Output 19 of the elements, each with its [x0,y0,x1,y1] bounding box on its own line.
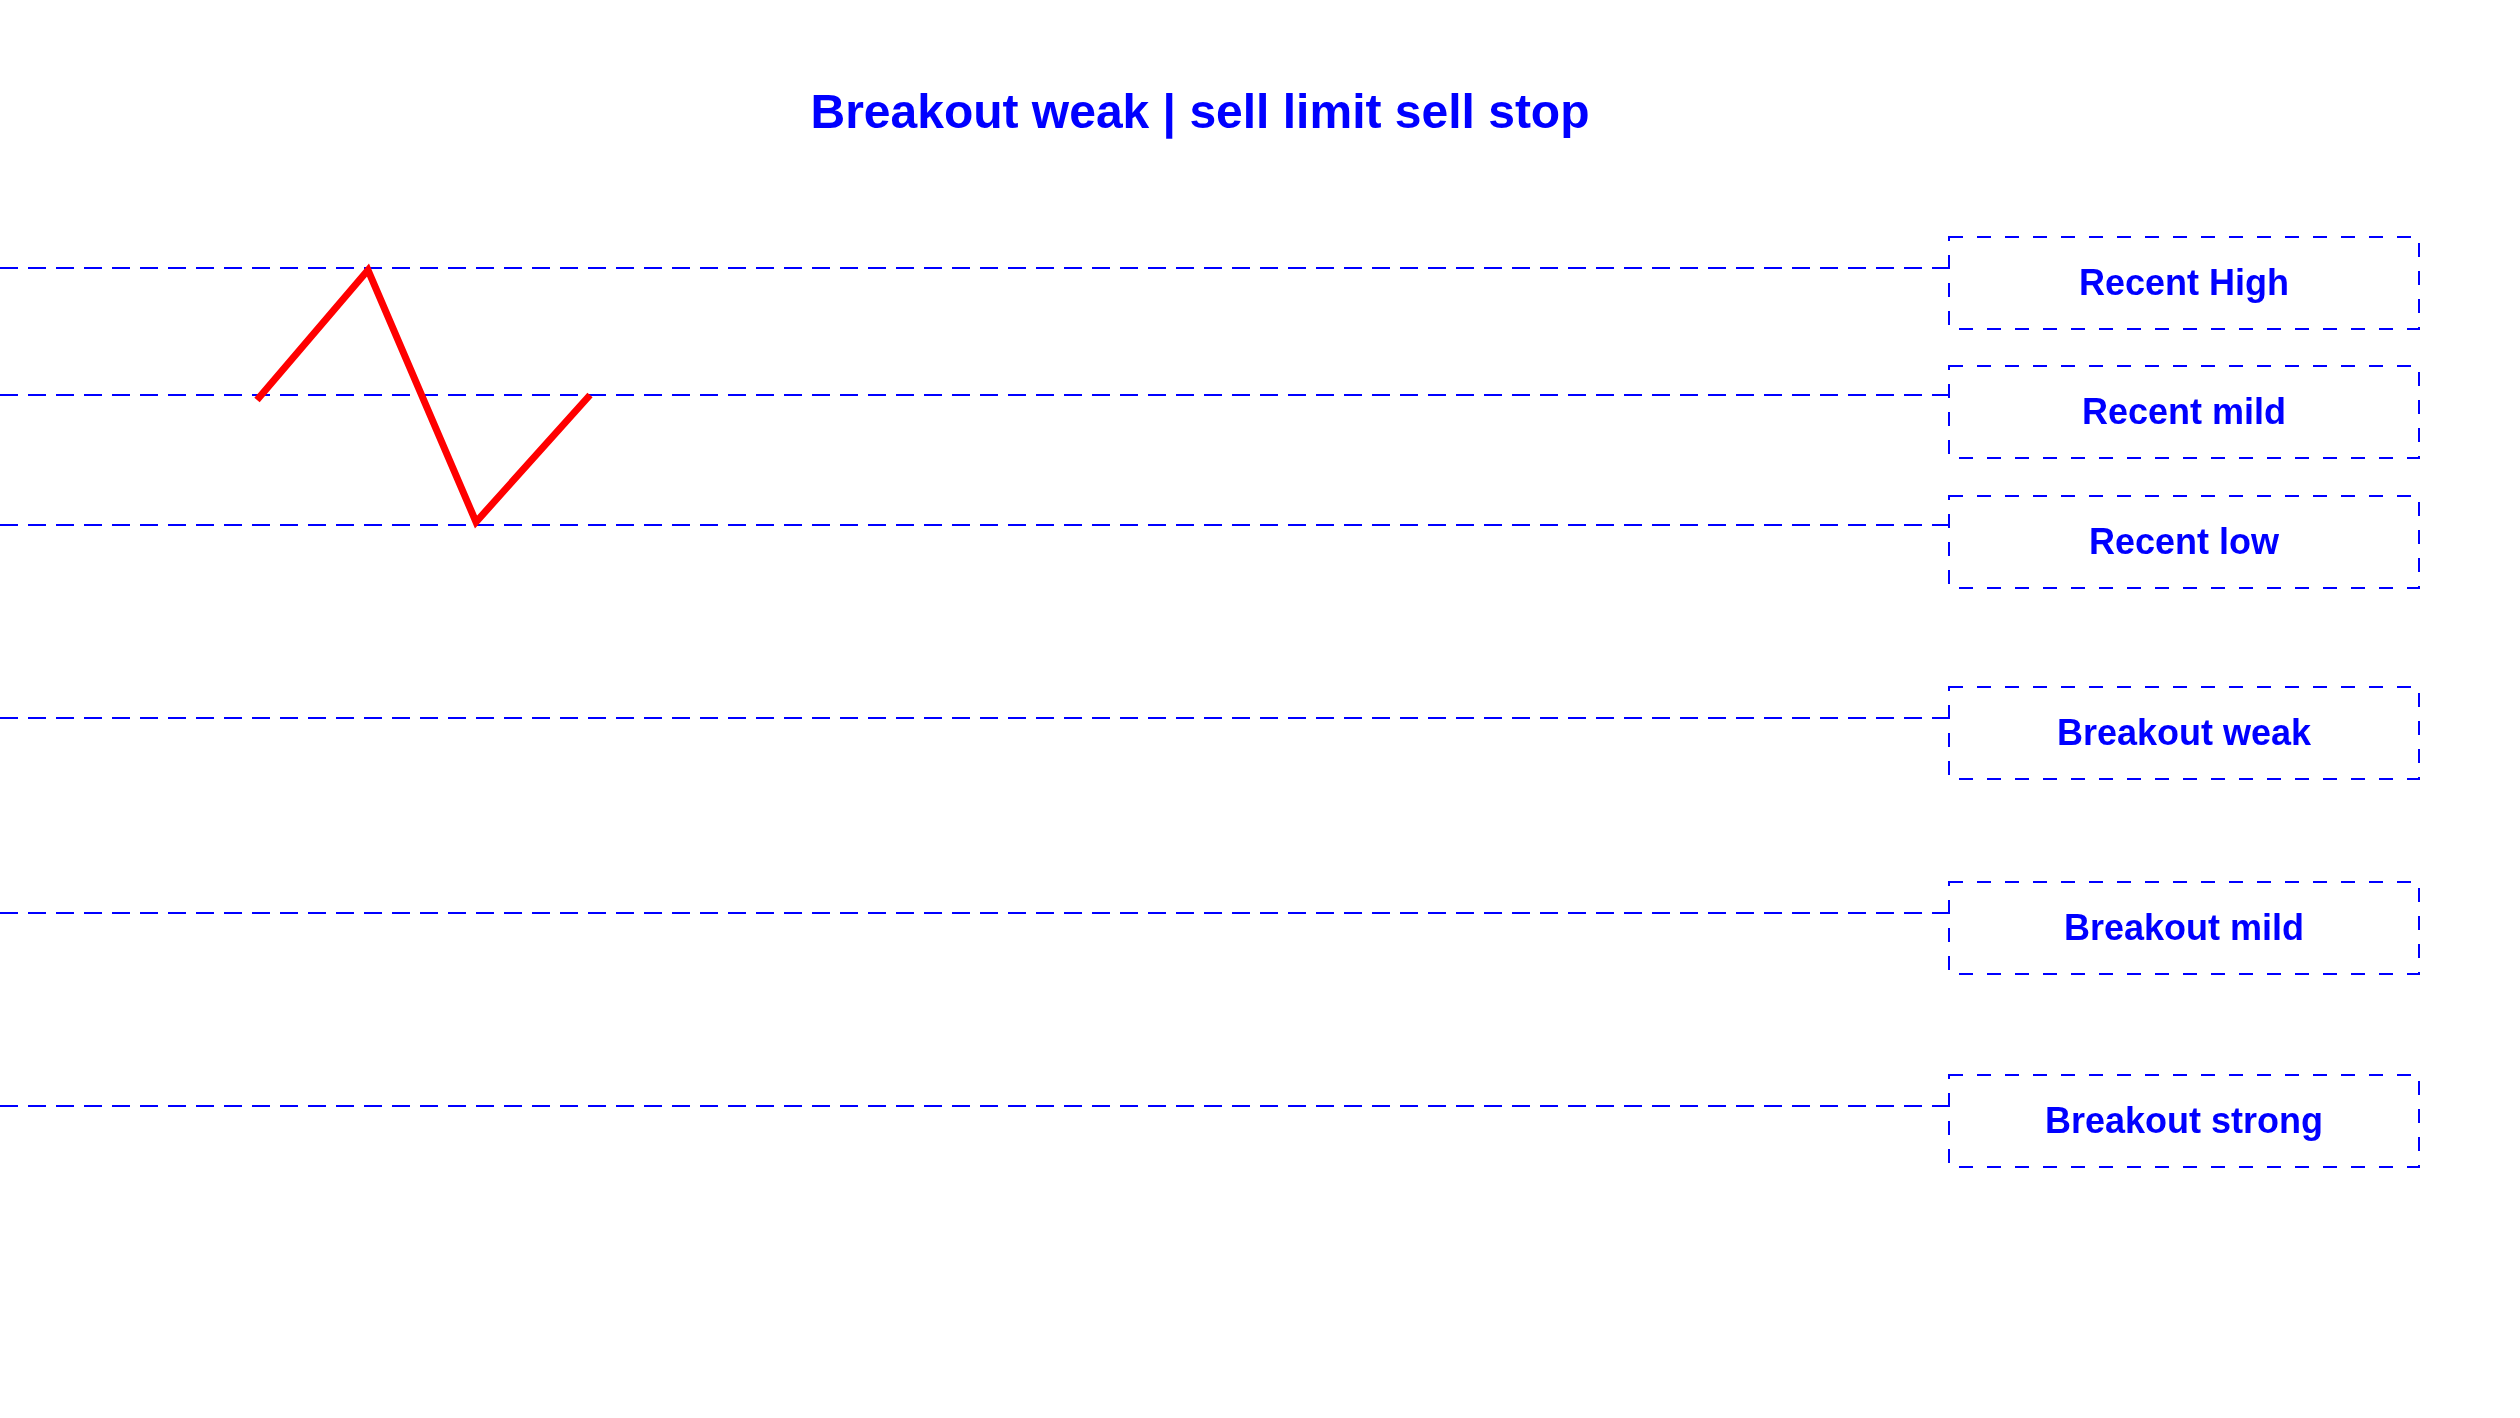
level-line [0,717,1949,719]
level-label: Breakout weak [2056,712,2312,754]
level-label: Recent High [2079,262,2289,304]
level-box [1948,236,2420,330]
level-box [1948,686,2420,780]
level-line [0,912,1949,914]
level-box [1948,365,2420,459]
level-line [0,267,1949,269]
level-line [0,394,1949,396]
level-box [1948,495,2420,589]
level-box [1948,1074,2420,1168]
level-label: Recent mild [2081,391,2286,433]
level-line [0,1105,1949,1107]
level-label: Breakout mild [2063,907,2304,949]
level-label: Recent low [2088,521,2279,563]
level-line [0,524,1949,526]
level-label: Breakout strong [2044,1100,2323,1142]
title: Breakout weak | sell limit sell stop [810,85,1590,138]
level-box [1948,881,2420,975]
